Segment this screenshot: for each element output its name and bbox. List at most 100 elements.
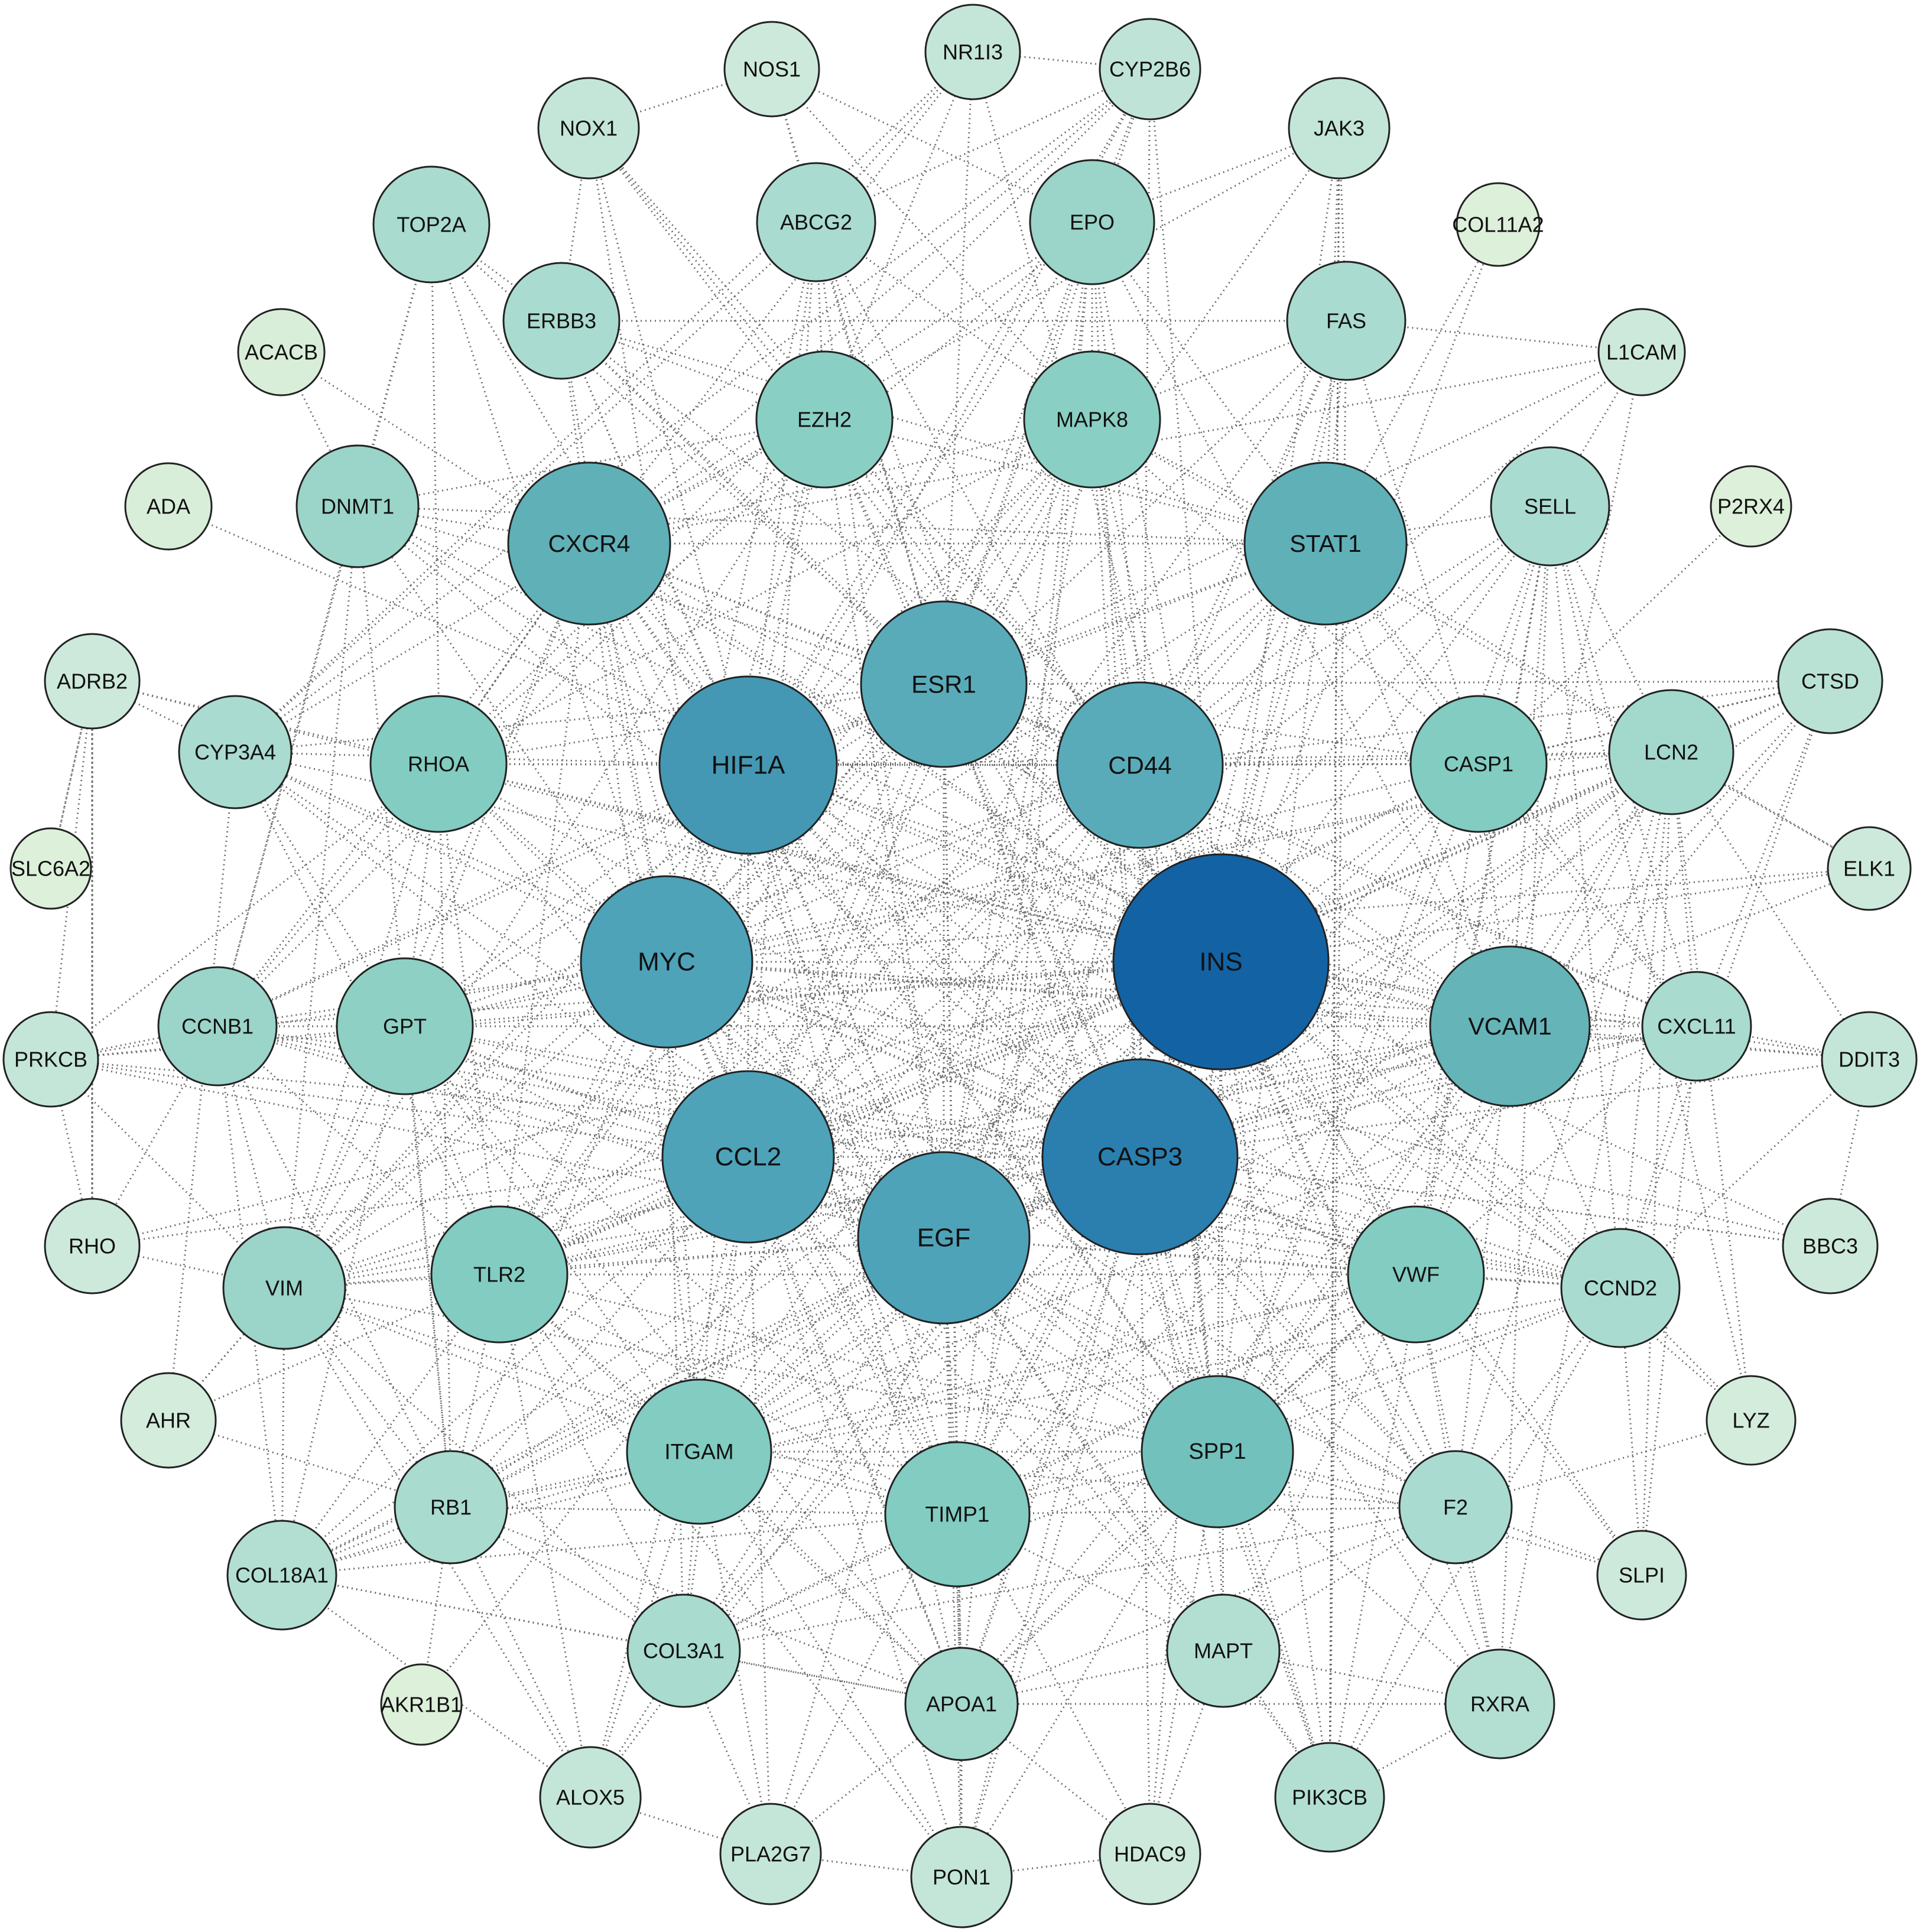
node-tlr2[interactable]: TLR2	[430, 1205, 569, 1344]
node-ahr[interactable]: AHR	[120, 1372, 217, 1469]
node-lyz[interactable]: LYZ	[1706, 1375, 1797, 1466]
node-l1cam[interactable]: L1CAM	[1597, 308, 1686, 396]
node-nox1[interactable]: NOX1	[537, 77, 640, 180]
node-circle	[1099, 1803, 1201, 1905]
node-pon1[interactable]: PON1	[910, 1826, 1013, 1928]
node-epo[interactable]: EPO	[1029, 159, 1155, 285]
node-prkcb[interactable]: PRKCB	[2, 1011, 99, 1108]
node-vim[interactable]: VIM	[222, 1226, 346, 1350]
edge-lcn2-slpi	[1641, 752, 1672, 1576]
node-col3a1[interactable]: COL3A1	[626, 1593, 741, 1708]
node-ccnb1[interactable]: CCNB1	[157, 966, 278, 1087]
node-abcg2[interactable]: ABCG2	[756, 162, 876, 282]
node-fas[interactable]: FAS	[1286, 261, 1406, 381]
node-rho[interactable]: RHO	[44, 1198, 141, 1294]
node-ctsd[interactable]: CTSD	[1777, 628, 1883, 734]
node-stat1[interactable]: STAT1	[1243, 461, 1408, 626]
node-bbc3[interactable]: BBC3	[1782, 1198, 1879, 1294]
node-circle	[1409, 695, 1548, 833]
node-circle	[1560, 1228, 1681, 1348]
edge-pik3cb-sell	[1328, 506, 1551, 1798]
node-mapt[interactable]: MAPT	[1166, 1593, 1281, 1708]
node-top2a[interactable]: TOP2A	[372, 165, 491, 284]
node-cyp2b6[interactable]: CYP2B6	[1099, 18, 1201, 121]
node-circle	[539, 1746, 642, 1849]
node-akr1b1[interactable]: AKR1B1	[380, 1663, 463, 1746]
node-circle	[1827, 826, 1912, 911]
edge-ezh2-egf	[823, 419, 945, 1238]
node-p2rx4[interactable]: P2RX4	[1710, 465, 1792, 548]
node-ccnd2[interactable]: CCND2	[1560, 1228, 1681, 1348]
node-ins[interactable]: INS	[1112, 853, 1330, 1071]
node-circle	[1706, 1375, 1797, 1466]
node-myc[interactable]: MYC	[580, 875, 753, 1049]
edge-gpt-col18a1	[281, 1026, 406, 1576]
node-adrb2[interactable]: ADRB2	[44, 633, 141, 730]
node-circle	[1099, 18, 1201, 121]
node-slc6a2[interactable]: SLC6A2	[9, 827, 92, 910]
edge-rhoa-tlr2	[437, 763, 501, 1275]
node-ada[interactable]: ADA	[124, 462, 213, 551]
node-casp3[interactable]: CASP3	[1041, 1058, 1239, 1256]
node-label: TOP2A	[397, 213, 466, 237]
node-rhoa[interactable]: RHOA	[369, 695, 508, 833]
edge-cyp3a4-esr1	[235, 683, 944, 753]
edge-timp1-apoa1	[956, 1514, 963, 1705]
edge-jak3-cxcr4	[589, 127, 1340, 545]
node-cxcr4[interactable]: CXCR4	[507, 461, 671, 626]
node-itgam[interactable]: ITGAM	[626, 1378, 772, 1525]
node-mapk8[interactable]: MAPK8	[1023, 350, 1161, 489]
node-circle	[626, 1378, 772, 1525]
node-sell[interactable]: SELL	[1490, 446, 1610, 567]
node-gpt[interactable]: GPT	[336, 957, 474, 1095]
node-dnmt1[interactable]: DNMT1	[295, 444, 420, 568]
node-slpi[interactable]: SLPI	[1596, 1530, 1687, 1621]
node-circle	[1429, 945, 1591, 1107]
node-label: LCN2	[1644, 740, 1698, 765]
node-cd44[interactable]: CD44	[1056, 681, 1224, 849]
node-timp1[interactable]: TIMP1	[884, 1441, 1031, 1588]
node-ezh2[interactable]: EZH2	[755, 350, 894, 489]
node-vcam1[interactable]: VCAM1	[1429, 945, 1591, 1107]
node-esr1[interactable]: ESR1	[860, 600, 1028, 768]
node-apoa1[interactable]: APOA1	[904, 1647, 1019, 1761]
edge-ins-ddit3	[1220, 961, 1870, 1061]
node-col18a1[interactable]: COL18A1	[226, 1520, 337, 1631]
node-cxcl11[interactable]: CXCL11	[1641, 971, 1752, 1082]
node-rb1[interactable]: RB1	[394, 1450, 508, 1565]
node-rxra[interactable]: RXRA	[1444, 1648, 1555, 1759]
node-circle	[723, 21, 820, 118]
node-pla2g7[interactable]: PLA2G7	[719, 1803, 822, 1905]
node-erbb3[interactable]: ERBB3	[502, 262, 621, 380]
node-elk1[interactable]: ELK1	[1827, 826, 1912, 911]
edge-pon1-hdac9	[961, 1853, 1151, 1878]
edge-vim-spp1	[284, 1287, 1218, 1453]
node-spp1[interactable]: SPP1	[1141, 1375, 1294, 1528]
node-hif1a[interactable]: HIF1A	[658, 675, 838, 855]
node-jak3[interactable]: JAK3	[1288, 77, 1391, 180]
node-nr1i3[interactable]: NR1I3	[924, 4, 1021, 100]
node-label: ITGAM	[664, 1440, 733, 1464]
node-ddit3[interactable]: DDIT3	[1821, 1011, 1918, 1108]
edge-ins-pik3cb	[1220, 961, 1331, 1798]
node-cyp3a4[interactable]: CYP3A4	[178, 695, 293, 809]
node-label: EPO	[1070, 210, 1115, 235]
node-egf[interactable]: EGF	[857, 1151, 1031, 1325]
node-casp1[interactable]: CASP1	[1409, 695, 1548, 833]
node-col11a2[interactable]: COL11A2	[1452, 182, 1544, 267]
node-label: INS	[1199, 948, 1242, 977]
node-pik3cb[interactable]: PIK3CB	[1274, 1742, 1385, 1853]
node-lcn2[interactable]: LCN2	[1608, 689, 1734, 815]
node-f2[interactable]: F2	[1398, 1450, 1513, 1565]
edge-prkcb-ccl2	[50, 1058, 749, 1158]
node-alox5[interactable]: ALOX5	[539, 1746, 642, 1849]
edge-prkcb-rho	[50, 1059, 93, 1247]
node-acacb[interactable]: ACACB	[237, 308, 326, 396]
node-ccl2[interactable]: CCL2	[661, 1070, 835, 1244]
node-hdac9[interactable]: HDAC9	[1099, 1803, 1201, 1905]
edge-ccl2-apoa1	[747, 1156, 963, 1705]
edge-gpt-itgam	[404, 1026, 700, 1452]
node-nos1[interactable]: NOS1	[723, 21, 820, 118]
node-vwf[interactable]: VWF	[1347, 1205, 1485, 1344]
